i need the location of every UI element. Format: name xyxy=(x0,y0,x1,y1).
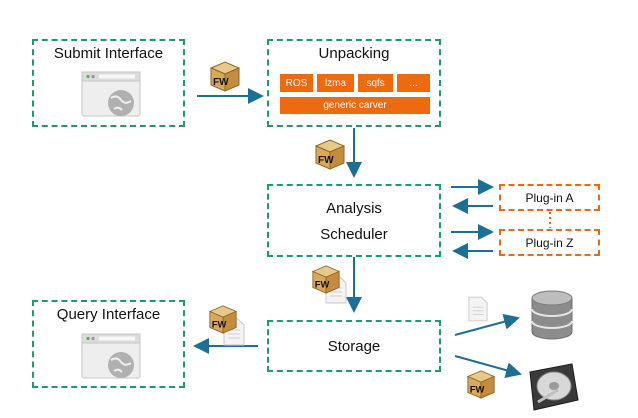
firmware-package-icon: FW xyxy=(209,61,241,92)
storage-label: Storage xyxy=(327,338,381,355)
format-lzma: lzma xyxy=(317,74,354,92)
hard-drive-icon xyxy=(529,363,579,411)
generic-carver: generic carver xyxy=(280,97,430,114)
unpacking-box: Unpacking ROS lzma sqfs ... generic carv… xyxy=(267,39,441,127)
scheduler-label: Scheduler xyxy=(320,226,388,243)
firmware-package-icon: FW xyxy=(466,370,496,399)
query-interface-box: Query Interface xyxy=(32,300,185,388)
submit-interface-box: Submit Interface xyxy=(32,39,185,127)
format-sqfs: sqfs xyxy=(358,74,393,92)
report-document-icon xyxy=(468,296,488,322)
plugin-z: Plug-in Z xyxy=(499,229,600,256)
analysis-label: Analysis xyxy=(326,200,382,217)
firmware-label: FW xyxy=(213,77,229,88)
storage-box: Storage xyxy=(267,320,441,372)
arrow-storage-to-harddrive xyxy=(454,355,522,378)
firmware-label: FW xyxy=(212,319,227,329)
plugin-a: Plug-in A xyxy=(499,184,600,211)
firmware-package-icon: FW xyxy=(208,305,238,334)
firmware-package-icon: FW xyxy=(311,265,341,294)
query-interface-title: Query Interface xyxy=(56,306,161,323)
arrow-storage-to-database xyxy=(454,313,520,336)
firmware-label: FW xyxy=(318,155,334,166)
firmware-label: FW xyxy=(470,384,485,394)
browser-window-icon xyxy=(81,333,141,379)
analysis-scheduler-box: Analysis Scheduler xyxy=(267,184,441,257)
database-icon xyxy=(531,290,573,340)
format-more: ... xyxy=(397,74,430,92)
unpacking-title: Unpacking xyxy=(318,45,390,62)
firmware-label: FW xyxy=(315,279,330,289)
submit-interface-title: Submit Interface xyxy=(53,45,164,62)
browser-window-icon xyxy=(81,71,141,117)
format-ros: ROS xyxy=(280,74,313,92)
firmware-package-icon: FW xyxy=(314,139,346,170)
